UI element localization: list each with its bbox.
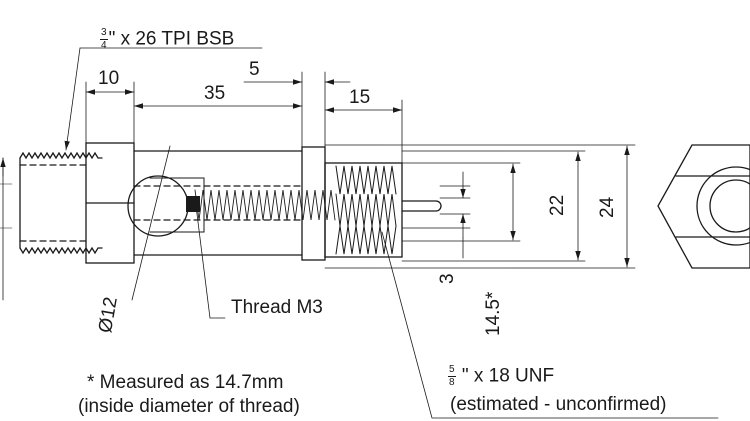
extension-lines (85, 71, 636, 269)
dim-5-label: 5 (249, 59, 260, 80)
pin (401, 200, 442, 212)
unf-fraction: 5 8 (448, 364, 456, 388)
dim-22-label: 22 (547, 194, 568, 216)
note-line-2: (inside diameter of thread) (78, 396, 300, 417)
dim-3-label: 3 (437, 273, 458, 284)
unf-leader (381, 231, 719, 419)
bsb-thread-bottom (19, 246, 103, 255)
unf-note-label: (estimated - unconfirmed) (450, 394, 667, 415)
bsb-thread-label: 3 4 " x 26 TPI BSB (100, 28, 234, 51)
tube-body (133, 150, 303, 256)
leader-lines (64, 47, 719, 419)
note-line-1: * Measured as 14.7mm (87, 372, 284, 393)
unf-thread-label: 5 8 " x 18 UNF (448, 365, 554, 388)
bsb-threaded-end (19, 151, 103, 255)
spring (194, 189, 336, 221)
hex-body (85, 142, 135, 264)
unf-threaded-end (324, 162, 403, 258)
bsb-thread-top (19, 151, 103, 160)
dim-15-label: 15 (349, 87, 371, 108)
thread-m3-label: Thread M3 (231, 297, 323, 318)
m3-leader (195, 205, 226, 319)
end-view (657, 144, 750, 269)
dim-10-label: 10 (98, 68, 120, 89)
bsb-thread-text: " x 26 TPI BSB (108, 28, 235, 50)
unf-thread-text: " x 18 UNF (456, 365, 555, 387)
dim-24-label: 24 (597, 196, 618, 218)
bsb-leader (64, 47, 81, 151)
bsb-fraction: 3 4 (100, 27, 108, 51)
dim-35-label: 35 (204, 83, 226, 104)
section-bracket (149, 177, 205, 233)
dimension-lines (0, 79, 630, 301)
section-circle (127, 175, 189, 237)
dim-14-5-label: 14.5* (483, 291, 504, 336)
dia12-leader (131, 145, 171, 301)
